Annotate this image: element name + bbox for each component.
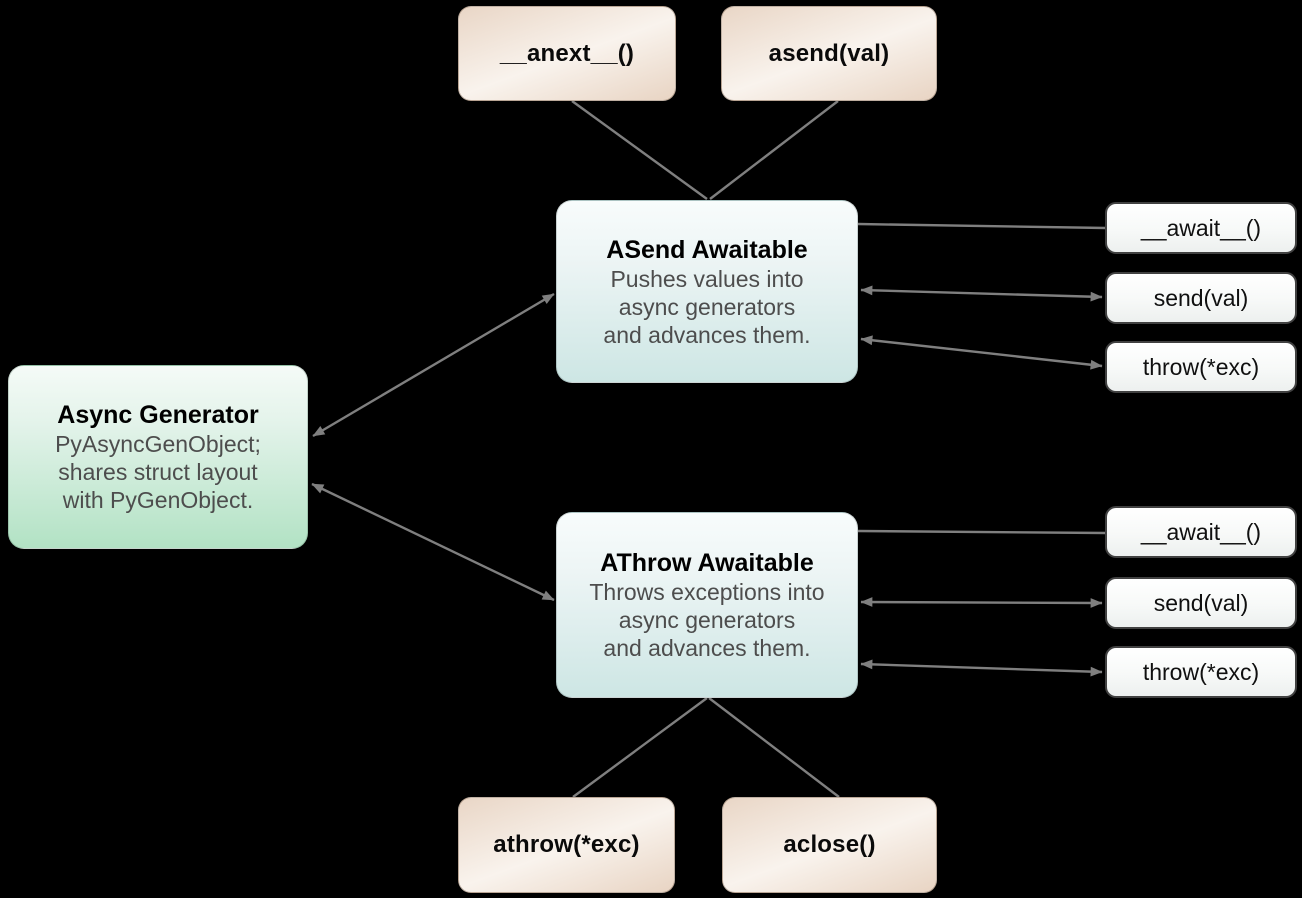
node-asend-method-send: send(val) (1105, 272, 1297, 324)
node-athrow-fn-label: athrow(*exc) (493, 831, 640, 858)
edge-anext-to-asend-awaitable (571, 100, 708, 200)
node-athrow-method-send: send(val) (1105, 577, 1297, 629)
edge-athrow-send (860, 597, 1103, 608)
node-async-generator: Async Generator PyAsyncGenObject; shares… (8, 365, 308, 549)
node-asend-awaitable-desc-line3: and advances them. (603, 321, 811, 348)
node-aclose: aclose() (722, 797, 937, 893)
edge-asend-to-asend-awaitable (709, 100, 839, 200)
node-asend: asend(val) (721, 6, 937, 101)
node-athrow-awaitable-title: AThrow Awaitable (600, 549, 814, 577)
node-async-generator-desc-line2: shares struct layout (58, 459, 258, 485)
edge-generator-asend-awaitable (312, 292, 555, 438)
node-asend-method-throw-label: throw(*exc) (1142, 353, 1260, 380)
node-asend-awaitable-desc-line2: async generators (618, 293, 796, 320)
edge-athrowfn-to-athrow-awaitable (572, 697, 708, 798)
node-athrow-method-throw: throw(*exc) (1105, 646, 1297, 698)
node-asend-method-send-label: send(val) (1153, 284, 1249, 311)
node-anext: __anext__() (458, 6, 676, 101)
node-athrow-awaitable-desc-line3: and advances them. (603, 635, 811, 661)
node-asend-label: asend(val) (768, 39, 890, 67)
node-asend-method-await-label: __await__() (1140, 214, 1262, 241)
node-athrow-awaitable: AThrow Awaitable Throws exceptions into … (556, 512, 858, 698)
node-async-generator-desc-line3: with PyGenObject. (62, 487, 254, 513)
node-asend-awaitable-desc-line1: Pushes values into (610, 265, 804, 292)
edge-asend-throw (860, 335, 1103, 370)
node-async-generator-title: Async Generator (57, 401, 259, 429)
node-aclose-label: aclose() (783, 831, 876, 858)
edge-asend-await (857, 222, 1107, 230)
edge-aclose-to-athrow-awaitable (708, 697, 840, 798)
node-athrow-awaitable-desc-line1: Throws exceptions into (589, 579, 825, 605)
node-athrow-awaitable-desc-line2: async generators (618, 607, 796, 633)
edge-athrow-await (857, 529, 1107, 535)
node-asend-awaitable-title: ASend Awaitable (606, 235, 808, 264)
node-anext-label: __anext__() (499, 39, 635, 67)
node-athrow-method-await-label: __await__() (1140, 518, 1262, 545)
node-asend-awaitable: ASend Awaitable Pushes values into async… (556, 200, 858, 383)
edge-athrow-throw (860, 659, 1103, 677)
node-asend-method-await: __await__() (1105, 202, 1297, 254)
edge-generator-athrow-awaitable (311, 482, 555, 602)
node-asend-method-throw: throw(*exc) (1105, 341, 1297, 393)
edge-asend-send (860, 285, 1103, 302)
node-athrow-method-send-label: send(val) (1153, 589, 1249, 616)
node-athrow-method-throw-label: throw(*exc) (1142, 658, 1260, 685)
node-athrow-method-await: __await__() (1105, 506, 1297, 558)
node-athrow-fn: athrow(*exc) (458, 797, 675, 893)
node-async-generator-desc-line1: PyAsyncGenObject; (55, 431, 261, 457)
